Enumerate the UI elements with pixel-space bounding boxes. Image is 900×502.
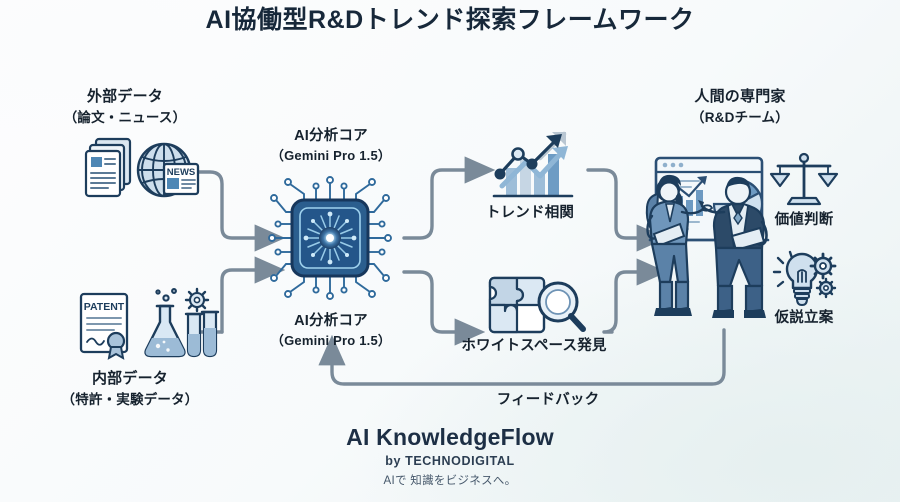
whitespace-label: ホワイトスペース発見 [461,338,607,354]
experts-label: 人間の専門家 [694,88,786,105]
team-presentation-icon [645,156,770,318]
ai-core-bottom-sublabel: （Gemini Pro 1.5） [270,333,392,348]
patent-text: PATENT [84,301,125,313]
brand-byline: by TECHNODIGITAL [385,454,515,468]
external-data-sublabel: （論文・ニュース） [63,110,187,125]
footer: AI KnowledgeFlow by TECHNODIGITAL AIで 知識… [0,424,900,488]
lightbulb-gears-icon [772,250,837,307]
ai-chip-icon [268,176,392,300]
connector-external-to-core [194,170,286,252]
gear-icon [184,287,210,313]
page-title: AI協働型R&Dトレンド探索フレームワーク [205,6,695,34]
brand-name: AI KnowledgeFlow [346,424,554,450]
connector-trend-to-experts [586,168,668,252]
scales-icon [769,152,839,206]
trend-label: トレンド相関 [485,205,575,221]
ai-core-top-label: AI分析コア [294,128,368,144]
connector-feedback-loop [318,328,726,386]
connector-whitespace-to-experts [602,258,668,334]
external-data-label: 外部データ [86,88,163,105]
ai-core-bottom-label: AI分析コア [294,313,368,329]
ai-core-top-sublabel: （Gemini Pro 1.5） [270,148,392,163]
connector-core-to-trend [402,156,496,240]
value-judgement-label: 価値判断 [774,212,834,228]
experts-sublabel: （R&Dチーム） [691,110,789,125]
test-tubes-icon [184,310,220,358]
feedback-label: フィードバック [496,392,600,408]
connector-internal-to-core [220,256,286,334]
gear-icon [809,252,837,299]
news-badge-text: NEWS [167,167,196,178]
patent-icon: PATENT [79,292,129,360]
documents-icon [84,137,132,198]
trend-chart-icon [492,131,574,198]
puzzle-magnifier-icon [488,276,586,334]
connector-core-to-whitespace [402,270,486,346]
flask-icon [144,287,220,358]
internal-data-label: 内部データ [91,370,168,387]
brand-tagline: AIで 知識をビジネスへ。 [383,475,517,487]
hypothesis-label: 仮説立案 [774,310,834,326]
internal-data-sublabel: （特許・実験データ） [61,392,199,407]
globe-icon: NEWS [136,142,200,198]
